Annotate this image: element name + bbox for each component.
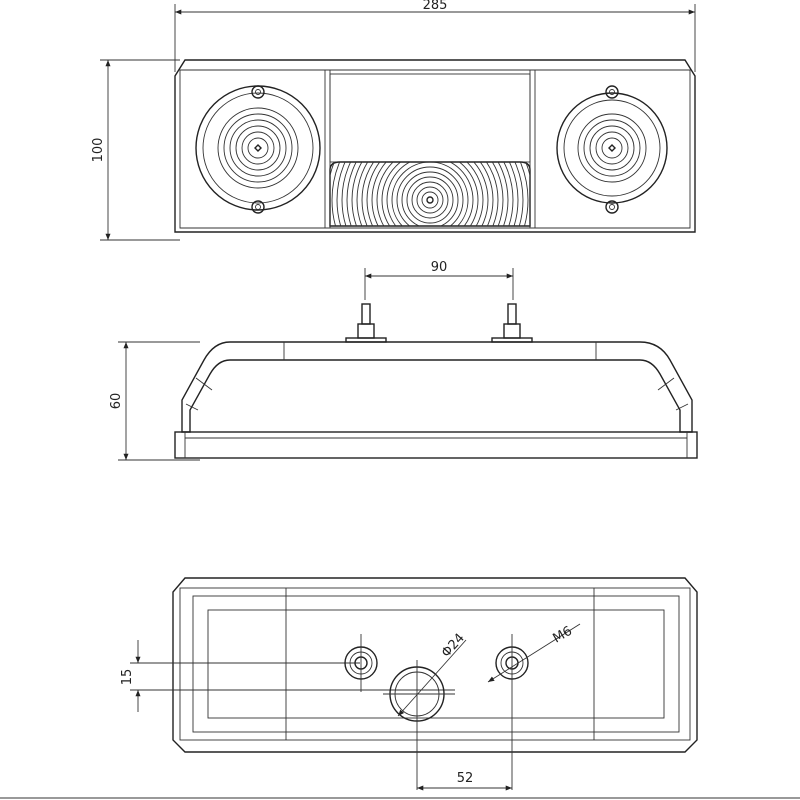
side-step-left-2 [185, 403, 199, 411]
rear-cable-hole [383, 639, 467, 790]
right-lamp-lens [556, 92, 668, 204]
thread-label: M6 [551, 624, 575, 647]
width-dimension-label: 285 [423, 0, 448, 13]
rear-view: 15 Φ24 M6 52 [120, 577, 698, 791]
left-stud-icon [345, 303, 387, 343]
hole-diameter-leader [397, 639, 467, 717]
rear-panel [207, 609, 665, 719]
center-fresnel-lens [329, 161, 531, 227]
offset-label: 15 [120, 669, 135, 686]
rear-inner-frame [192, 595, 680, 733]
rear-housing-outline [172, 577, 698, 753]
rear-left-stud-icon [344, 634, 378, 692]
left-bottom-screw-icon [251, 200, 265, 214]
rear-outer-frame [179, 587, 691, 741]
side-height-label: 60 [109, 393, 124, 410]
thread-leader [487, 623, 581, 683]
right-stud-icon [491, 303, 533, 343]
housing-inner-outline [179, 69, 691, 229]
side-view: 90 60 [109, 260, 698, 461]
spacing-label: 52 [457, 771, 474, 786]
left-top-screw-icon [251, 85, 265, 99]
right-bottom-screw-icon [605, 200, 619, 214]
front-view: 285 100 [91, 0, 696, 241]
housing-outline [174, 59, 696, 233]
hole-diameter-label: Φ24 [439, 631, 468, 661]
center-window [329, 73, 531, 163]
stud-spacing-label: 90 [431, 260, 448, 275]
left-lamp-lens [195, 85, 321, 211]
side-base-plate [174, 431, 698, 459]
height-dimension-label: 100 [91, 138, 106, 163]
side-body-outline [181, 341, 693, 433]
rear-right-stud-icon [487, 623, 581, 790]
side-step-right [657, 377, 675, 391]
side-step-left [195, 377, 213, 391]
right-top-screw-icon [605, 85, 619, 99]
side-step-right-2 [675, 403, 689, 411]
